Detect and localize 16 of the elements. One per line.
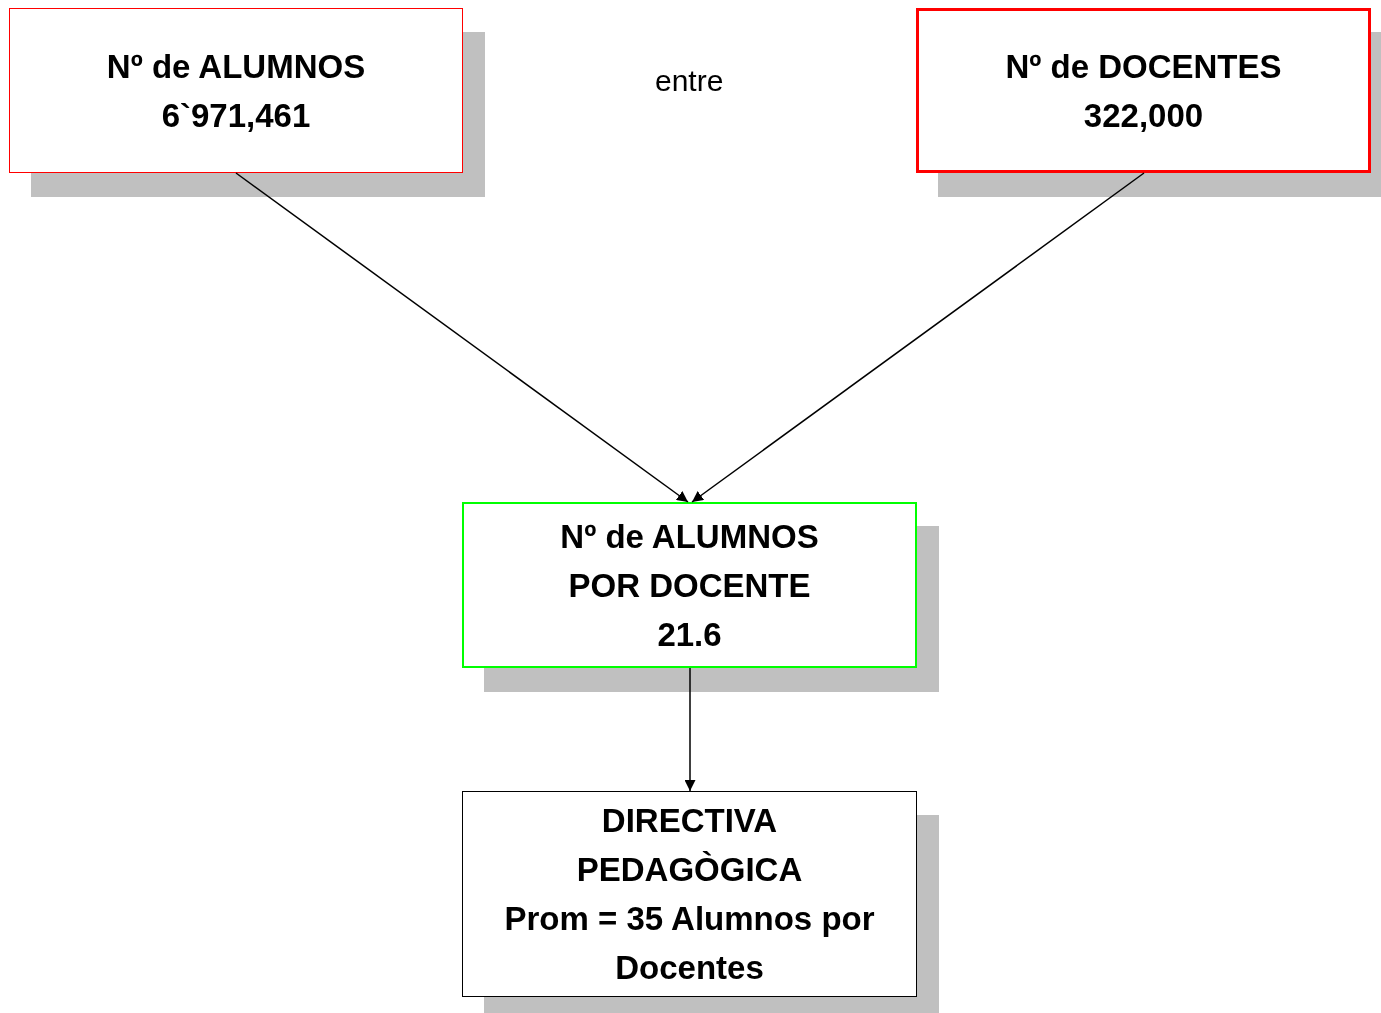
box-value: 322,000	[1083, 95, 1204, 136]
box-value: 21.6	[657, 614, 722, 655]
process-box	[9, 8, 463, 173]
connector-word: entre	[655, 64, 724, 98]
process-box	[462, 791, 917, 997]
box-heading: Nº de ALUMNOS	[106, 46, 366, 87]
process-box	[462, 502, 917, 668]
box-heading: Nº de ALUMNOS POR DOCENTE	[559, 516, 820, 606]
box-value: 6`971,461	[161, 95, 311, 136]
arrow	[691, 172, 1145, 503]
arrow	[684, 667, 696, 792]
box-value: Prom = 35 Alumnos por Docentes	[503, 899, 876, 988]
box-heading: DIRECTIVA PEDAGÒGICA	[575, 801, 804, 890]
box-heading: Nº de DOCENTES	[1005, 46, 1282, 87]
process-box	[916, 8, 1371, 173]
arrow	[235, 172, 689, 503]
